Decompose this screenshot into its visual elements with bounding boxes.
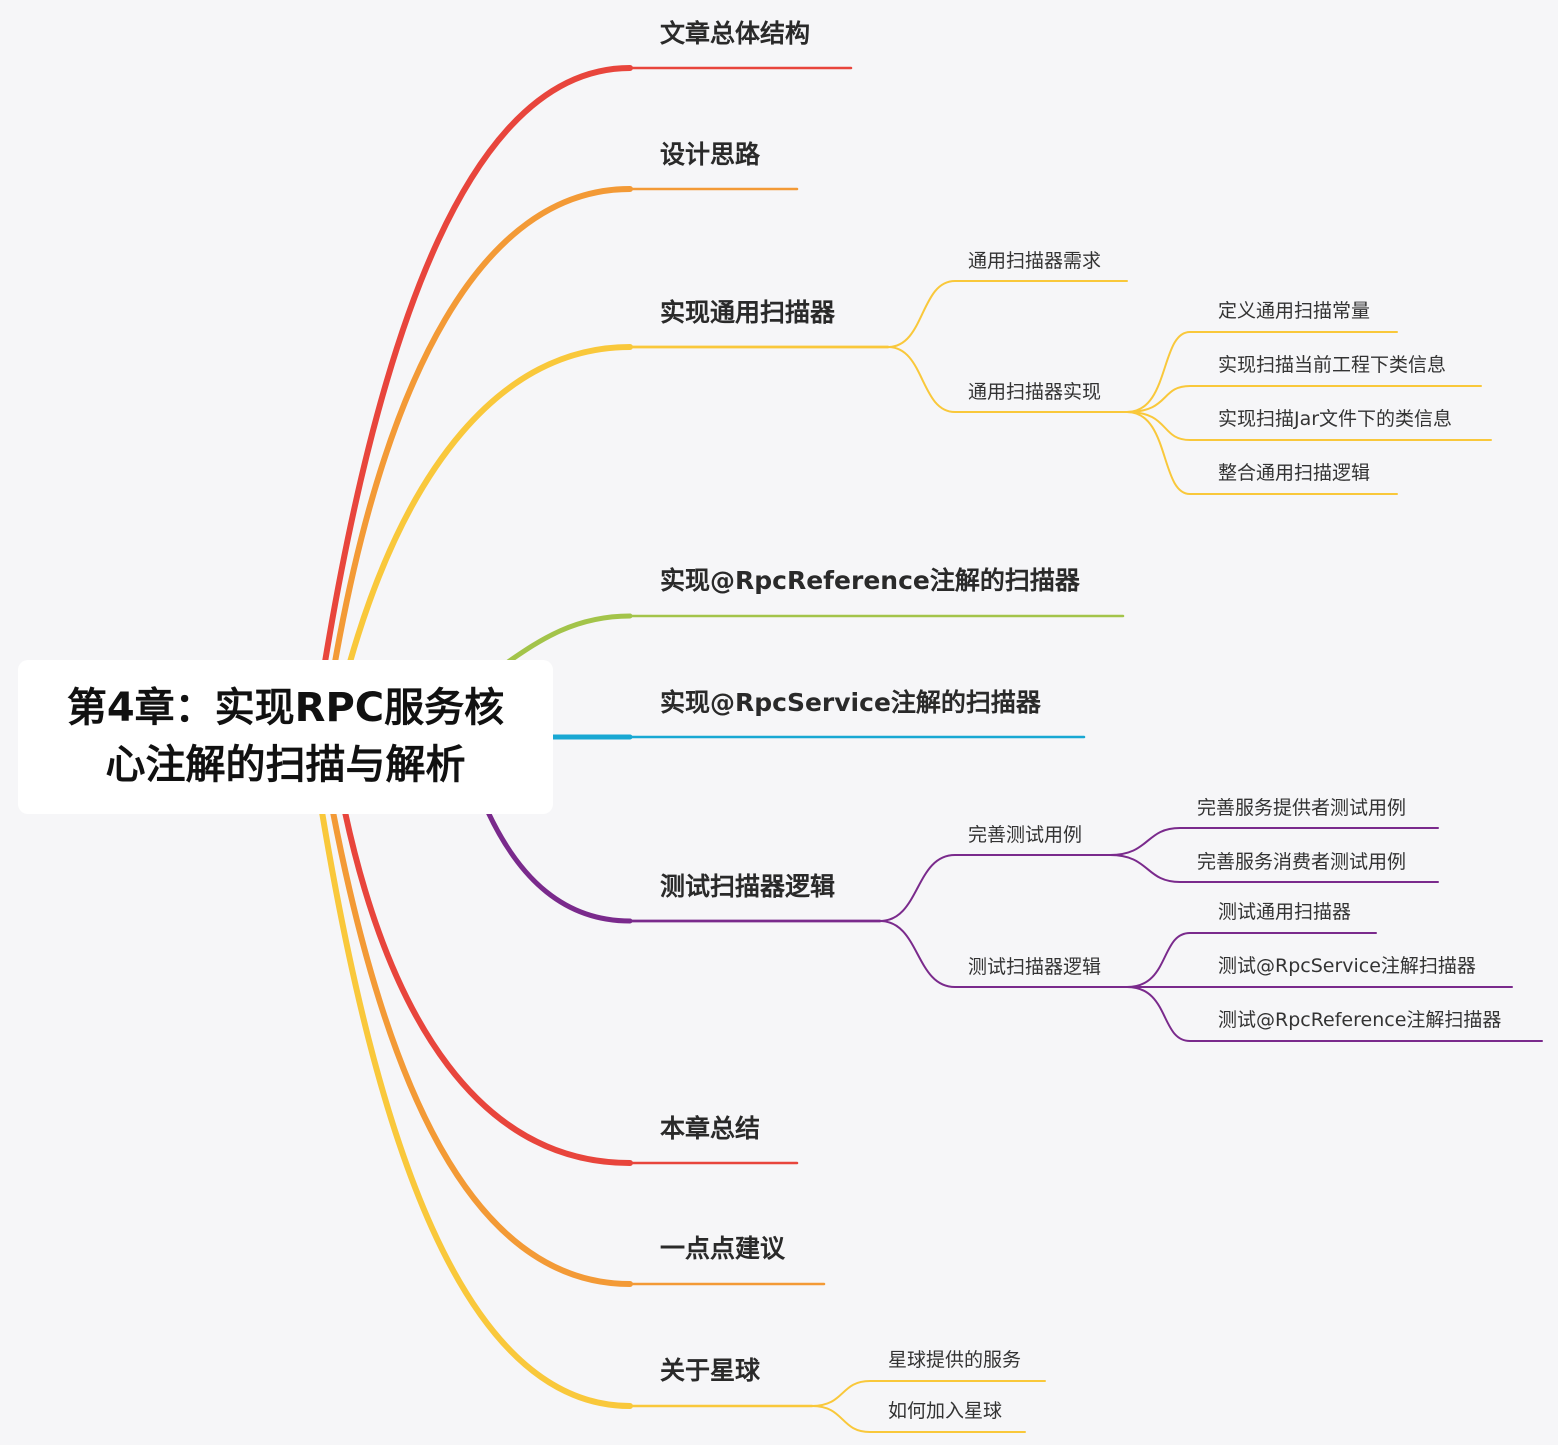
leaf-connector-consumer bbox=[1109, 854, 1439, 883]
leaf-provider-test-case[interactable]: 完善服务提供者测试用例 bbox=[1197, 797, 1407, 819]
leaf-consumer-test-case[interactable]: 完善服务消费者测试用例 bbox=[1197, 851, 1407, 873]
subtopic-planet-services[interactable]: 星球提供的服务 bbox=[888, 1349, 1022, 1371]
leaf-connector-provider bbox=[1109, 827, 1439, 856]
sub-connector-scanner-implementation bbox=[887, 346, 1128, 413]
leaf-define-constants[interactable]: 定义通用扫描常量 bbox=[1218, 300, 1371, 322]
sub-connector-planet-services bbox=[811, 1380, 1046, 1407]
branch-curve-2 bbox=[347, 344, 633, 665]
leaf-connector-test-2 bbox=[1126, 986, 1543, 1042]
branch-curve-7 bbox=[330, 809, 633, 1287]
subtopic-test-scanner-logic[interactable]: 测试扫描器逻辑 bbox=[968, 956, 1102, 978]
topic-generic-scanner[interactable]: 实现通用扫描器 bbox=[660, 298, 836, 327]
root-topic-label: 第4章：实现RPC服务核心注解的扫描与解析 bbox=[66, 685, 505, 788]
topic-overall-structure[interactable]: 文章总体结构 bbox=[660, 19, 811, 48]
topic-suggestions[interactable]: 一点点建议 bbox=[660, 1234, 786, 1263]
subtopic-improve-test-cases[interactable]: 完善测试用例 bbox=[968, 824, 1083, 846]
subtopic-scanner-requirements[interactable]: 通用扫描器需求 bbox=[968, 250, 1102, 272]
leaf-connector-impl-3 bbox=[1126, 411, 1398, 495]
root-topic[interactable]: 第4章：实现RPC服务核心注解的扫描与解析 bbox=[18, 660, 553, 814]
sub-connector-improve-tests bbox=[879, 854, 1111, 922]
leaf-connector-impl-1 bbox=[1126, 385, 1482, 413]
branch-curve-1 bbox=[332, 186, 633, 665]
leaf-integrate-scan-logic[interactable]: 整合通用扫描逻辑 bbox=[1218, 462, 1371, 484]
leaf-test-generic-scanner[interactable]: 测试通用扫描器 bbox=[1218, 901, 1352, 923]
sub-connector-scanner-requirements bbox=[887, 280, 1128, 348]
branch-curve-0 bbox=[322, 65, 633, 665]
leaf-connector-impl-0 bbox=[1126, 331, 1398, 413]
branch-curve-3 bbox=[505, 613, 633, 665]
topic-chapter-summary[interactable]: 本章总结 bbox=[660, 1114, 761, 1143]
leaf-test-rpcreference-scanner[interactable]: 测试@RpcReference注解扫描器 bbox=[1218, 1009, 1502, 1031]
sub-connector-test-logic bbox=[879, 920, 1128, 988]
leaf-connector-impl-2 bbox=[1126, 411, 1492, 441]
subtopic-scanner-implementation[interactable]: 通用扫描器实现 bbox=[968, 381, 1102, 403]
topic-about-planet[interactable]: 关于星球 bbox=[660, 1356, 761, 1385]
topic-design-ideas[interactable]: 设计思路 bbox=[660, 140, 761, 169]
topic-rpcservice-scanner[interactable]: 实现@RpcService注解的扫描器 bbox=[660, 688, 1041, 717]
sub-connector-join-planet bbox=[811, 1405, 1026, 1433]
branch-curve-5 bbox=[485, 809, 633, 924]
leaf-scan-current-project[interactable]: 实现扫描当前工程下类信息 bbox=[1218, 354, 1447, 376]
branch-curve-6 bbox=[342, 809, 633, 1166]
branch-curve-8 bbox=[319, 809, 633, 1409]
topic-test-scanner-logic[interactable]: 测试扫描器逻辑 bbox=[660, 872, 836, 901]
topic-rpcreference-scanner[interactable]: 实现@RpcReference注解的扫描器 bbox=[660, 566, 1080, 595]
leaf-connector-test-0 bbox=[1126, 932, 1377, 988]
leaf-scan-jar-file[interactable]: 实现扫描Jar文件下的类信息 bbox=[1218, 408, 1453, 430]
subtopic-join-planet[interactable]: 如何加入星球 bbox=[888, 1400, 1003, 1422]
leaf-test-rpcservice-scanner[interactable]: 测试@RpcService注解扫描器 bbox=[1218, 955, 1476, 977]
